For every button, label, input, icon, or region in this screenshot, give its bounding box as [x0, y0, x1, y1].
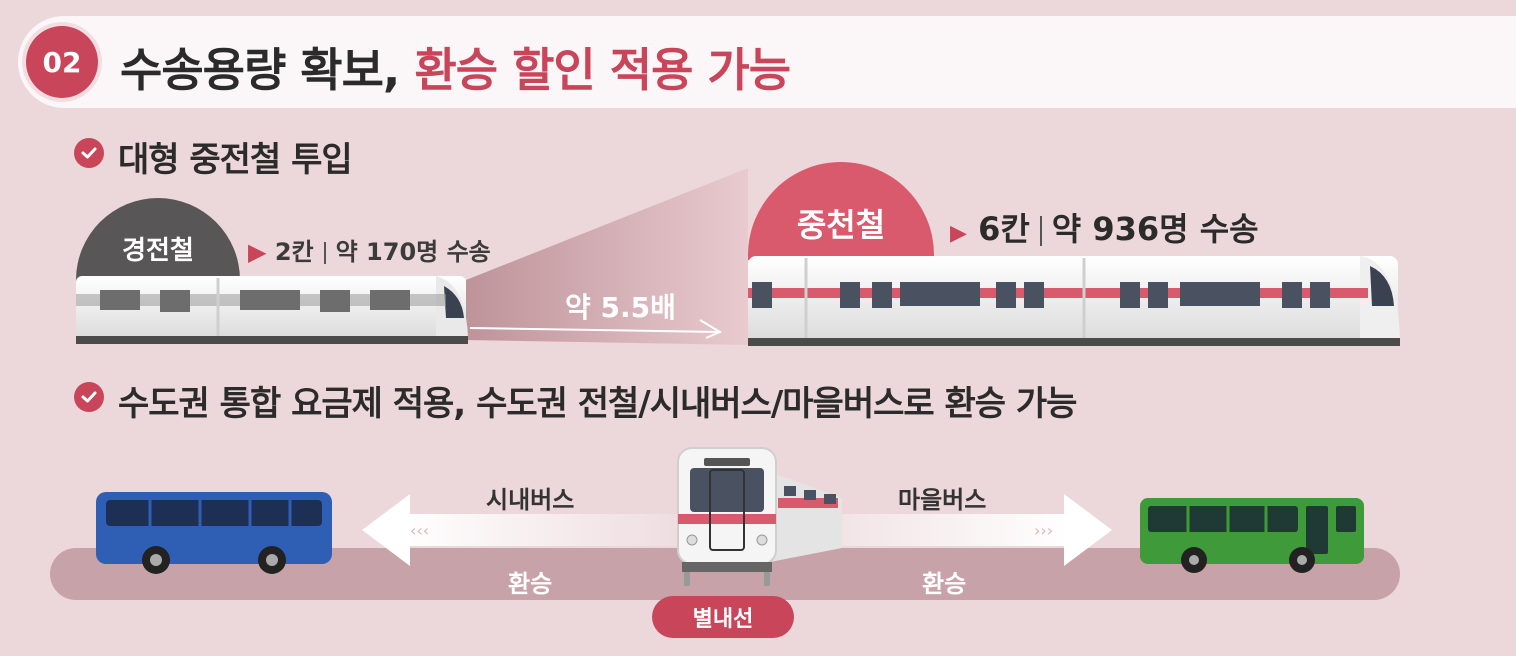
section2-title: 수도권 통합 요금제 적용, 수도권 전철/시내버스/마을버스로 환승 가능	[118, 384, 1077, 424]
heavy-rail-label: 중천철	[796, 206, 886, 244]
heavy-rail-spec: ▶ 6칸 약 936명 수송	[950, 204, 1259, 250]
light-rail-train	[76, 276, 468, 344]
ratio-arrow	[469, 319, 723, 339]
check-icon	[74, 138, 104, 168]
capacity-ratio: 약 5.5배	[565, 291, 676, 324]
city-bus-label: 시내버스	[486, 486, 575, 514]
light-rail-cars: 2칸	[274, 238, 314, 266]
heavy-rail-train	[748, 256, 1400, 346]
divider	[323, 242, 326, 264]
triangle-icon: ▶	[950, 221, 967, 246]
arrow-to-city-bus: ‹‹‹	[362, 494, 680, 566]
header-bar	[18, 16, 1516, 108]
city-bus	[96, 492, 332, 574]
triangle-icon: ▶	[248, 238, 267, 266]
check-icon	[74, 382, 104, 412]
title-main: 수송용량 확보,	[120, 43, 400, 97]
heavy-rail-dome: 중천철	[748, 162, 934, 260]
ratio-wedge	[466, 168, 748, 345]
light-rail-spec: ▶ 2칸 약 170명 수송	[248, 232, 491, 267]
svg-text:›››: ›››	[1034, 521, 1053, 540]
page-title: 수송용량 확보, 환승 할인 적용 가능	[120, 34, 791, 100]
subway-train	[677, 447, 842, 586]
light-rail-dome: 경전철	[76, 198, 240, 288]
svg-text:‹‹‹: ‹‹‹	[410, 521, 429, 540]
village-bus-label: 마을버스	[898, 486, 987, 514]
line-name-badge: 별내선	[652, 596, 794, 638]
divider	[1039, 216, 1042, 246]
title-accent: 환승 할인 적용 가능	[414, 43, 791, 97]
left-transfer-label: 환승	[508, 570, 553, 598]
light-rail-label: 경전철	[122, 236, 194, 266]
road	[50, 548, 1400, 600]
right-transfer-label: 환승	[922, 570, 967, 598]
village-bus	[1140, 498, 1364, 573]
light-rail-capacity: 약 170명 수송	[335, 238, 491, 266]
heavy-rail-cars: 6칸	[978, 210, 1030, 248]
section1-title: 대형 중전철 투입	[118, 140, 353, 180]
section-number-badge: 02	[26, 26, 98, 98]
heavy-rail-capacity: 약 936명 수송	[1051, 210, 1259, 248]
